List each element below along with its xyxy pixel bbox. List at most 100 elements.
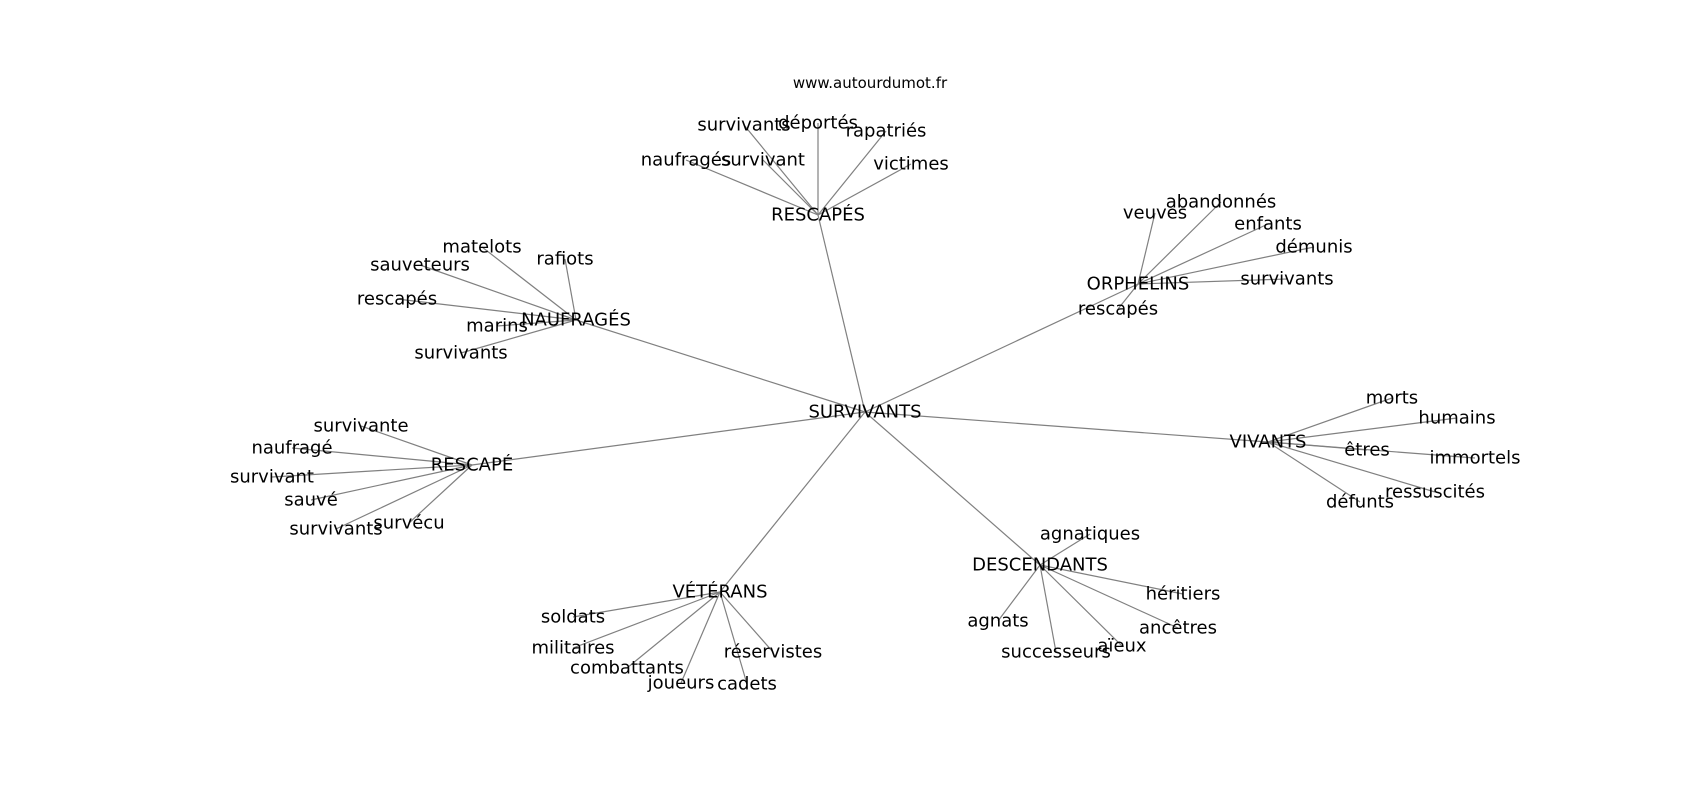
watermark-text: www.autourdumot.fr xyxy=(793,74,948,92)
leaf-node-label: rescapés xyxy=(357,289,437,310)
edge-center-to-hub xyxy=(864,411,1041,566)
leaf-node-label: marins xyxy=(466,316,528,337)
hub-node-label: RESCAPÉ xyxy=(431,454,513,476)
leaf-node-label: combattants xyxy=(570,658,684,679)
edge-hub-to-leaf xyxy=(408,464,473,524)
leaf-node-label: matelots xyxy=(442,237,521,258)
leaf-node-label: veuves xyxy=(1123,203,1187,224)
leaf-node-label: morts xyxy=(1366,388,1418,409)
leaf-node-label: survivant xyxy=(230,467,314,488)
edge-hub-to-leaf xyxy=(719,591,748,685)
leaf-node-label: survivants xyxy=(1240,269,1333,290)
edge-hub-to-leaf xyxy=(572,591,721,649)
leaf-node-label: aïeux xyxy=(1097,636,1147,657)
leaf-node-label: cadets xyxy=(717,674,777,695)
leaf-node-label: militaires xyxy=(531,638,614,659)
center-node-label: SURVIVANTS xyxy=(808,402,921,423)
leaf-node-label: immortels xyxy=(1430,448,1521,469)
leaf-node-label: joueurs xyxy=(647,673,715,694)
leaf-node-label: survivants xyxy=(289,519,382,540)
edge-hub-to-leaf xyxy=(1137,278,1288,285)
edge-hub-to-leaf xyxy=(1267,441,1361,503)
leaf-node-label: démunis xyxy=(1275,237,1352,258)
leaf-node-label: humains xyxy=(1418,408,1495,429)
edge-hub-to-leaf xyxy=(762,159,819,216)
edge-hub-to-leaf xyxy=(626,591,721,669)
edge-hub-to-leaf xyxy=(817,130,887,216)
leaf-node-label: successeurs xyxy=(1001,642,1111,663)
labels-layer: www.autourdumot.fr SURVIVANTS RESCAPÉS sur… xyxy=(230,74,1521,695)
edge-hub-to-leaf xyxy=(360,425,473,466)
leaf-node-label: déportés xyxy=(778,113,858,134)
hub-node-label: RESCAPÉS xyxy=(771,204,865,226)
edge-center-to-hub xyxy=(719,411,866,593)
leaf-node-label: survivants xyxy=(414,343,507,364)
leaf-node-label: ressuscités xyxy=(1385,482,1485,503)
edge-hub-to-leaf xyxy=(817,163,912,216)
leaf-node-label: abandonnés xyxy=(1166,192,1277,213)
edge-hub-to-leaf xyxy=(1039,564,1179,629)
edge-hub-to-leaf xyxy=(271,464,473,478)
leaf-node-label: naufragés xyxy=(641,150,732,171)
edge-hub-to-leaf xyxy=(1267,397,1393,443)
edge-hub-to-leaf xyxy=(680,591,721,684)
hub-node-label: DESCENDANTS xyxy=(972,555,1108,576)
leaf-node-label: survécu xyxy=(373,513,444,534)
edges-layer xyxy=(271,123,1476,685)
edge-hub-to-leaf xyxy=(564,258,577,321)
edge-hub-to-leaf xyxy=(1039,564,1123,647)
leaf-node-label: survivants xyxy=(697,115,790,136)
edge-center-to-hub xyxy=(864,411,1269,443)
edge-center-to-hub xyxy=(471,411,866,466)
edge-hub-to-leaf xyxy=(481,246,577,321)
edge-hub-to-leaf xyxy=(1267,441,1476,459)
edge-hub-to-leaf xyxy=(685,159,819,216)
leaf-node-label: rafiots xyxy=(536,249,593,270)
edge-hub-to-leaf xyxy=(572,591,721,618)
edge-hub-to-leaf xyxy=(496,319,577,327)
edge-hub-to-leaf xyxy=(460,319,577,354)
leaf-node-label: agnatiques xyxy=(1040,524,1140,545)
edge-center-to-hub xyxy=(817,214,866,413)
leaf-node-label: survivante xyxy=(313,416,408,437)
leaf-node-label: sauveteurs xyxy=(370,255,470,276)
edge-hub-to-leaf xyxy=(719,591,774,653)
edge-hub-to-leaf xyxy=(419,264,577,321)
hub-node-label: VIVANTS xyxy=(1230,432,1307,453)
leaf-node-label: soldats xyxy=(541,607,605,628)
edge-center-to-hub xyxy=(864,283,1139,413)
edge-hub-to-leaf xyxy=(1137,212,1156,285)
edge-hub-to-leaf xyxy=(997,564,1041,622)
edge-hub-to-leaf xyxy=(396,298,577,321)
edge-center-to-hub xyxy=(575,319,866,413)
hub-node-label: ORPHELINS xyxy=(1087,274,1190,295)
leaf-node-label: survivant xyxy=(721,150,805,171)
leaf-node-label: réservistes xyxy=(724,642,822,663)
leaf-node-label: enfants xyxy=(1234,214,1302,235)
leaf-node-label: défunts xyxy=(1326,492,1394,513)
edge-hub-to-leaf xyxy=(1039,533,1091,566)
edge-hub-to-leaf xyxy=(1137,246,1315,285)
leaf-node-label: êtres xyxy=(1344,440,1390,461)
leaf-node-label: victimes xyxy=(873,154,949,175)
leaf-node-label: sauvé xyxy=(284,490,338,511)
leaf-node-label: agnats xyxy=(967,611,1028,632)
leaf-node-label: rescapés xyxy=(1078,299,1158,320)
edge-hub-to-leaf xyxy=(743,124,819,216)
edge-hub-to-leaf xyxy=(1267,441,1436,493)
edge-hub-to-leaf xyxy=(310,464,473,501)
edge-hub-to-leaf xyxy=(335,464,473,530)
edge-hub-to-leaf xyxy=(1039,564,1184,595)
hub-node-label: VÉTÉRANS xyxy=(672,581,767,603)
edge-hub-to-leaf xyxy=(1117,283,1139,310)
edge-hub-to-leaf xyxy=(1137,223,1269,285)
edge-hub-to-leaf xyxy=(291,447,473,466)
leaf-node-label: héritiers xyxy=(1146,584,1221,605)
edge-hub-to-leaf xyxy=(1137,201,1222,285)
edge-hub-to-leaf xyxy=(1039,564,1057,653)
hub-node-label: NAUFRAGÉS xyxy=(521,309,631,331)
leaf-node-label: rapatriés xyxy=(846,121,927,142)
edge-hub-to-leaf xyxy=(1267,417,1458,443)
leaf-node-label: naufragé xyxy=(251,438,332,459)
